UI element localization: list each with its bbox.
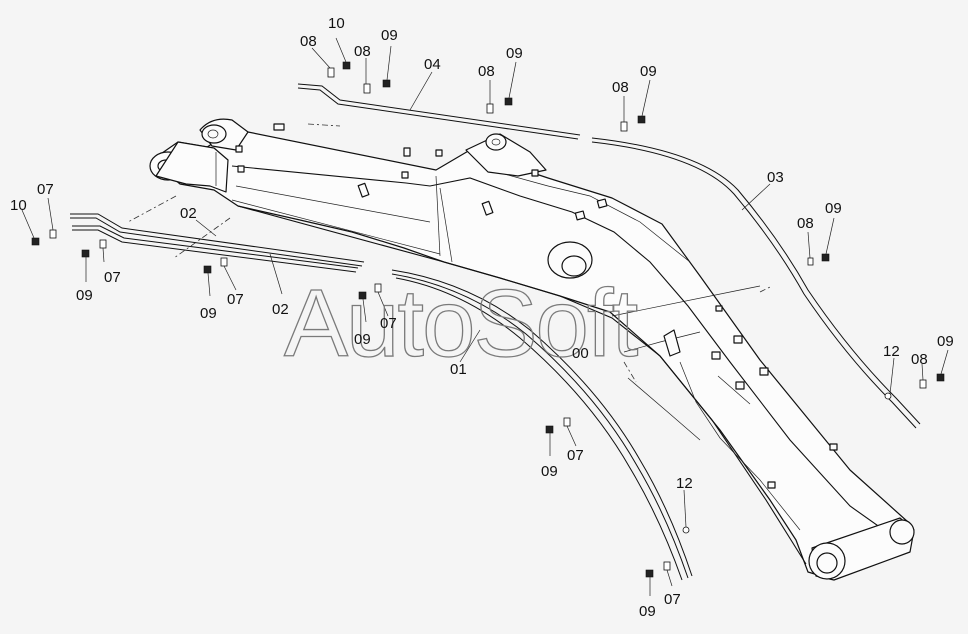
callout-labels: 10 08 08 09 04 08 09 08 09 03 08 09 10 0… — [10, 15, 954, 620]
boom-body — [127, 118, 915, 581]
tube-02-lower — [72, 225, 359, 273]
callout-label: 08 — [354, 43, 371, 60]
leader-lines — [21, 37, 949, 596]
callout-label: 07 — [567, 447, 584, 464]
callout-label: 07 — [104, 269, 121, 286]
callout-label: 08 — [911, 351, 928, 368]
callout-label: 01 — [450, 361, 467, 378]
callout-label: 09 — [640, 63, 657, 80]
callout-label: 00 — [572, 345, 589, 362]
callout-label: 09 — [506, 45, 523, 62]
callout-label: 09 — [541, 463, 558, 480]
callout-label: 09 — [200, 305, 217, 322]
callout-label: 12 — [883, 343, 900, 360]
callout-label: 09 — [825, 200, 842, 217]
tube-02-upper — [70, 213, 365, 267]
tube-03 — [591, 137, 921, 429]
callout-label: 09 — [639, 603, 656, 620]
callout-label: 08 — [797, 215, 814, 232]
callout-label: 09 — [381, 27, 398, 44]
tube-04 — [297, 83, 581, 140]
callout-label: 07 — [380, 315, 397, 332]
callout-label: 09 — [76, 287, 93, 304]
callout-label: 02 — [180, 205, 197, 222]
hardware — [31, 61, 945, 578]
watermark: AutoSoft — [284, 270, 638, 377]
callout-label: 07 — [37, 181, 54, 198]
callout-label: 07 — [227, 291, 244, 308]
callout-label: 04 — [424, 56, 441, 73]
callout-label: 08 — [612, 79, 629, 96]
callout-label: 12 — [676, 475, 693, 492]
tube-01 — [391, 269, 693, 581]
callout-label: 03 — [767, 169, 784, 186]
callout-label: 10 — [10, 197, 27, 214]
callout-label: 08 — [300, 33, 317, 50]
callout-label: 09 — [354, 331, 371, 348]
callout-label: 10 — [328, 15, 345, 32]
callout-label: 07 — [664, 591, 681, 608]
callout-label: 09 — [937, 333, 954, 350]
callout-label: 08 — [478, 63, 495, 80]
callout-label: 02 — [272, 301, 289, 318]
